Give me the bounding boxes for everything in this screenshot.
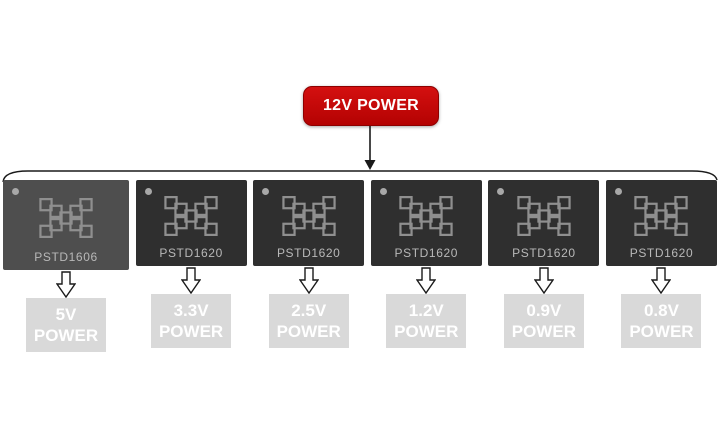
bus-connector-line — [2, 126, 718, 183]
pin1-dot-icon — [262, 188, 270, 195]
output-power-word: POWER — [629, 322, 694, 341]
output-power-box: 3.3V POWER — [151, 294, 232, 348]
output-power-box: 5V POWER — [26, 298, 106, 352]
power-rail: PSTD1620 3.3V POWER — [135, 180, 247, 348]
power-source-box: 12V POWER — [303, 86, 439, 126]
output-power-word: POWER — [33, 326, 99, 345]
output-power-word: POWER — [276, 322, 341, 341]
regulator-chip: PSTD1620 — [370, 180, 482, 266]
output-power-box: 0.9V POWER — [503, 294, 584, 348]
source-arrowhead-icon — [364, 160, 376, 170]
chip-logo-icon — [399, 196, 453, 237]
chip-logo-icon — [39, 197, 93, 238]
pin1-dot-icon — [614, 188, 622, 195]
regulator-chip: PSTD1620 — [135, 180, 247, 266]
pin1-dot-icon — [144, 188, 152, 195]
down-arrow-icon — [651, 267, 672, 294]
regulator-chip: PSTD1606 — [3, 180, 129, 270]
power-rail: PSTD1620 2.5V POWER — [253, 180, 365, 348]
chip-part-number: PSTD1620 — [276, 246, 341, 260]
output-power-word: POWER — [511, 322, 576, 341]
output-voltage: 3.3V — [173, 300, 209, 320]
output-power-word: POWER — [394, 322, 459, 341]
output-voltage: 5V — [55, 304, 77, 324]
chip-logo-icon — [164, 196, 218, 237]
power-rail: PSTD1620 0.9V POWER — [488, 180, 600, 348]
output-voltage: 0.8V — [643, 300, 679, 320]
chip-part-number: PSTD1620 — [394, 246, 459, 260]
output-power-box: 2.5V POWER — [268, 294, 349, 348]
chip-logo-icon — [634, 196, 689, 237]
pin1-dot-icon — [12, 188, 19, 195]
down-arrow-icon — [56, 271, 76, 298]
chip-part-number: PSTD1606 — [34, 250, 98, 264]
down-arrow-icon — [416, 267, 437, 294]
power-source-label: 12V POWER — [322, 97, 420, 114]
power-rails-row: PSTD1606 5V POWER PSTD1620 — [0, 180, 720, 352]
pin1-dot-icon — [379, 188, 387, 195]
output-voltage: 1.2V — [408, 300, 444, 320]
output-voltage: 0.9V — [526, 300, 562, 320]
power-rail: PSTD1606 5V POWER — [3, 180, 129, 352]
chip-part-number: PSTD1620 — [159, 246, 223, 260]
regulator-chip: PSTD1620 — [605, 180, 717, 266]
output-voltage: 2.5V — [291, 300, 327, 320]
power-rail: PSTD1620 1.2V POWER — [370, 180, 482, 348]
chip-logo-icon — [517, 196, 571, 237]
chip-part-number: PSTD1620 — [629, 246, 694, 260]
output-power-box: 0.8V POWER — [621, 294, 702, 348]
distribution-brace-line — [2, 170, 718, 183]
regulator-chip: PSTD1620 — [253, 180, 365, 266]
down-arrow-icon — [533, 267, 554, 294]
pin1-dot-icon — [497, 188, 505, 195]
power-rail: PSTD1620 0.8V POWER — [605, 180, 717, 348]
chip-part-number: PSTD1620 — [512, 246, 576, 260]
output-power-box: 1.2V POWER — [386, 294, 467, 348]
down-arrow-icon — [181, 267, 202, 294]
output-power-word: POWER — [158, 322, 224, 341]
down-arrow-icon — [298, 267, 319, 294]
regulator-chip: PSTD1620 — [488, 180, 600, 266]
chip-logo-icon — [282, 196, 336, 237]
